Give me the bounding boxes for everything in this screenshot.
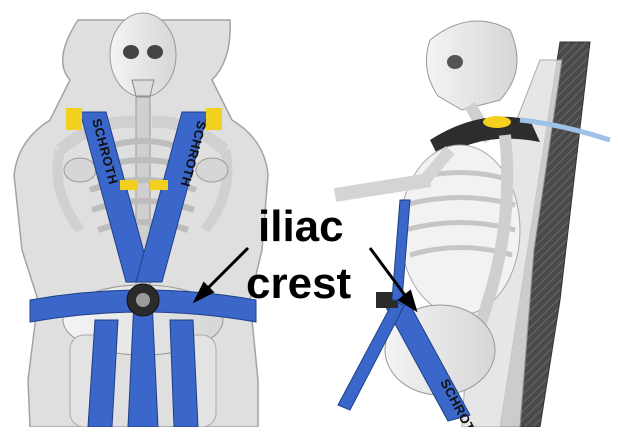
side-view: SCHROTH xyxy=(335,21,610,427)
annotation-label-iliac: iliac xyxy=(258,205,344,249)
front-view: SCHROTH SCHROTH xyxy=(14,13,268,427)
annotation-label-crest: crest xyxy=(246,262,351,306)
side-skull xyxy=(426,21,517,110)
